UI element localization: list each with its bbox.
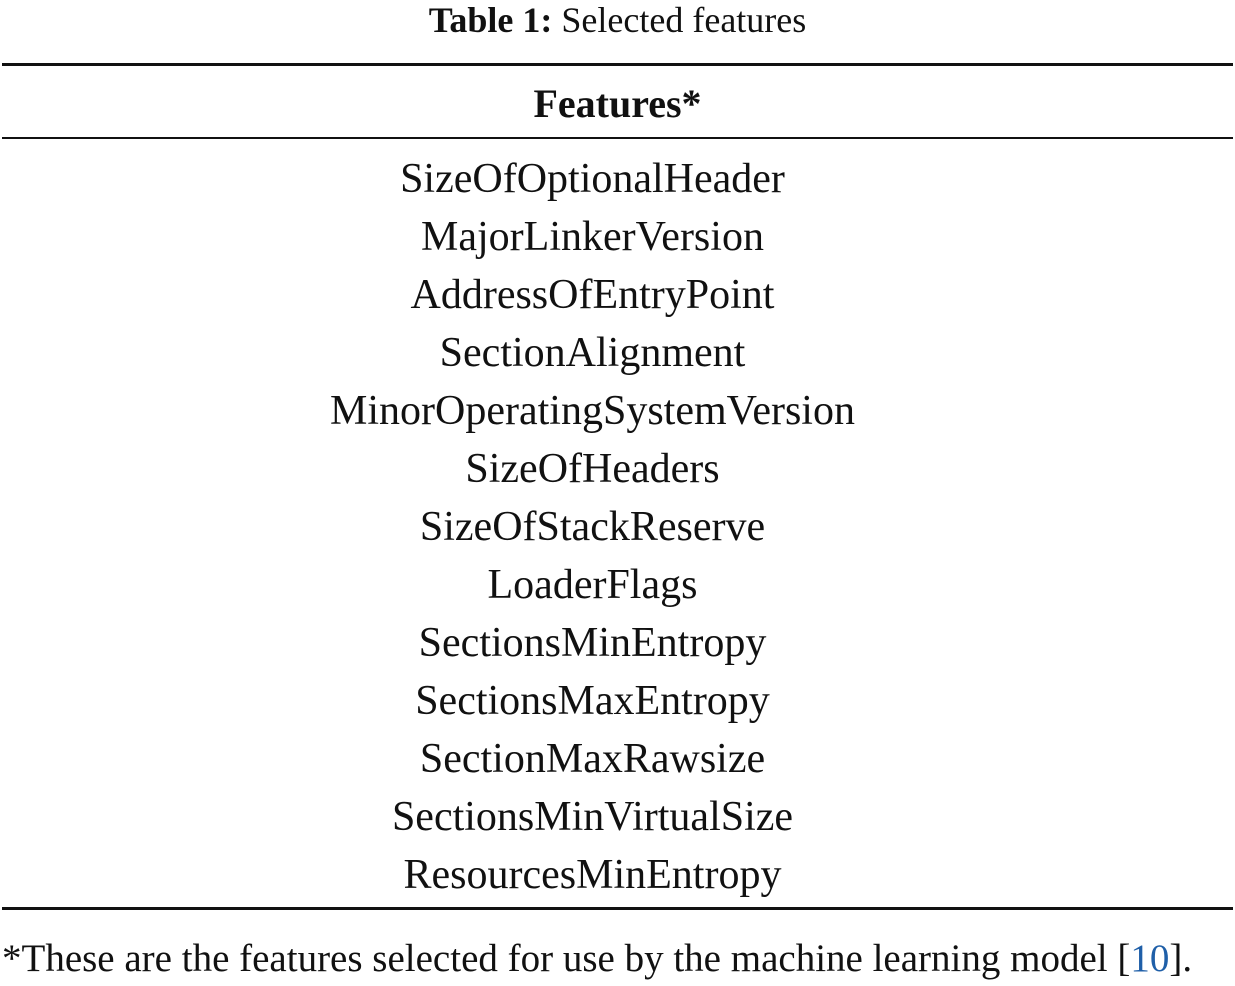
table-bottom-rule [2, 907, 1233, 910]
caption-text: Selected features [561, 0, 807, 40]
table-row: SizeOfStackReserve [419, 504, 766, 550]
footnote-text: *These are the features selected for use… [2, 937, 1131, 980]
table-row: LoaderFlags [487, 562, 698, 608]
table-row: SectionAlignment [439, 330, 746, 376]
table-row: SizeOfOptionalHeader [400, 156, 785, 202]
table-top-rule [2, 63, 1233, 66]
table-footnote: *These are the features selected for use… [2, 934, 1235, 984]
caption-label: Table 1: [428, 0, 553, 40]
table-row: MinorOperatingSystemVersion [330, 388, 855, 434]
table-row: ResourcesMinEntropy [403, 852, 782, 898]
feature-list: SizeOfOptionalHeader MajorLinkerVersion … [0, 151, 1185, 905]
table-row: MajorLinkerVersion [421, 214, 764, 260]
table-caption: Table 1: Selected features [0, 0, 1235, 44]
table-row: AddressOfEntryPoint [410, 272, 775, 318]
table-row: SectionsMaxEntropy [415, 678, 770, 724]
footnote-end: ]. [1169, 937, 1193, 980]
column-header-features: Features* [533, 81, 702, 126]
table-row: SectionsMinEntropy [418, 620, 767, 666]
table-row: SizeOfHeaders [465, 446, 720, 492]
table-row: SectionsMinVirtualSize [391, 794, 794, 840]
table-row: SectionMaxRawsize [419, 736, 766, 782]
citation-link[interactable]: 10 [1130, 937, 1170, 980]
table-header-rule [2, 137, 1233, 139]
